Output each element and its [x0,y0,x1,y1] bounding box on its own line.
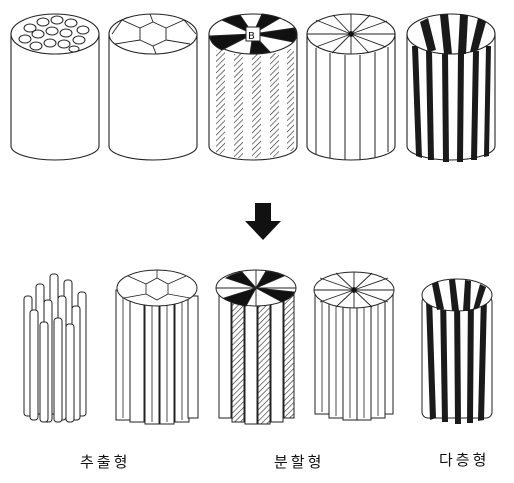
bottom-bundle-1 [24,274,86,422]
hatched-stripes [216,49,294,158]
down-arrow-icon [245,203,281,240]
bottom-bundle-4 [314,272,394,420]
top-cylinder-5 [407,14,495,162]
bottom-bundle-5 [422,279,492,424]
top-cylinder-3: B [209,14,297,160]
dark-stripes [412,46,491,162]
bottom-bundle-3 [216,270,296,424]
label-split-type: 분할형 [274,451,324,472]
top-cylinder-2 [109,14,197,160]
bottom-bundle-2 [116,270,198,424]
label-extraction-type: 추출형 [80,451,130,472]
top-cylinder-4 [307,14,395,160]
svg-text:B: B [248,31,255,42]
label-multilayer-type: 다층형 [439,449,489,470]
top-cylinder-1 [11,14,99,160]
